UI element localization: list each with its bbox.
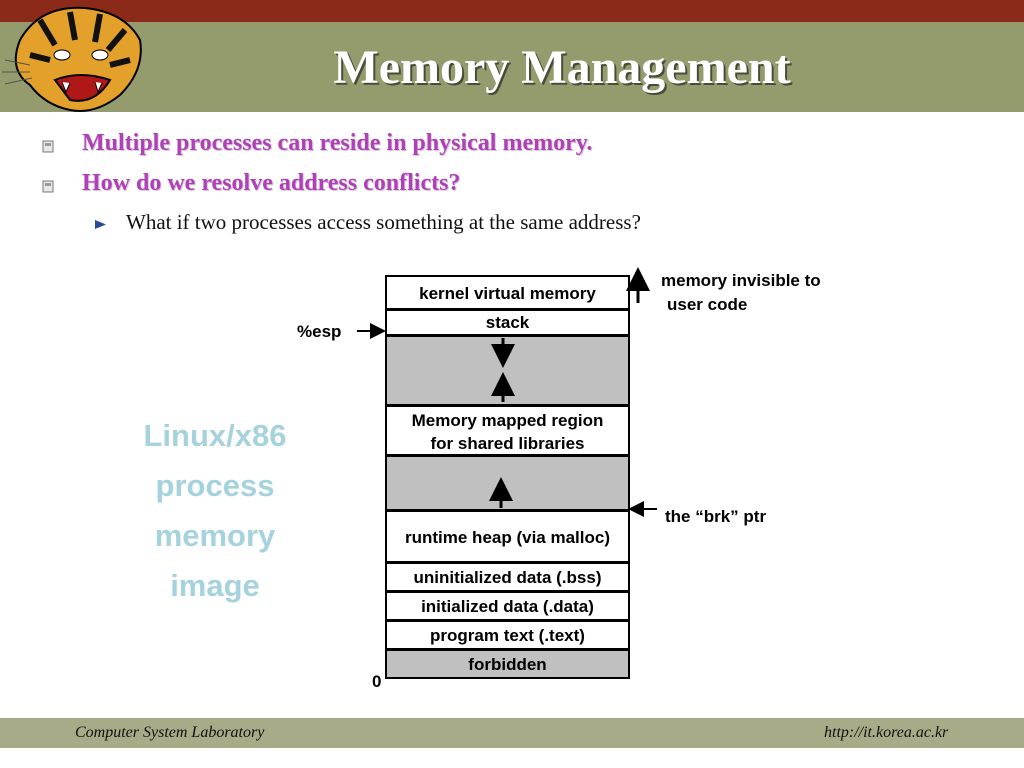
caption-line: process: [155, 468, 275, 503]
side-caption: Linux/x86 process memory image: [115, 418, 315, 618]
square-bullet-icon: [42, 180, 54, 193]
footer-bar: [0, 718, 1024, 748]
zero-address-label: 0: [372, 672, 382, 691]
bullet-2: How do we resolve address conflicts?: [82, 170, 461, 196]
slide-title: Memory Management: [333, 41, 791, 94]
caption-line: Linux/x86: [143, 418, 287, 453]
brk-label: the “brk” ptr: [665, 507, 767, 526]
segment-heap: runtime heap (via malloc): [385, 510, 630, 563]
segment-kernel: kernel virtual memory: [385, 275, 630, 310]
segment-text: program text (.text): [385, 620, 630, 650]
triangle-arrow-icon: [95, 220, 106, 229]
invisible-label-line1: memory invisible to: [661, 271, 821, 290]
caption-line: image: [170, 568, 260, 603]
segment-shared-libs: Memory mapped region for shared librarie…: [385, 405, 630, 456]
shared-libs-line1: Memory mapped region: [411, 411, 604, 430]
title-bar: [0, 22, 1024, 112]
invisible-label-line2: user code: [667, 295, 748, 314]
segment-bss: uninitialized data (.bss): [385, 562, 630, 592]
sub-bullet: What if two processes access something a…: [126, 210, 641, 234]
caption-line: memory: [154, 518, 276, 553]
footer-lab-name: Computer System Laboratory: [75, 724, 265, 741]
square-bullet-icon: [42, 140, 54, 153]
shared-libs-line2: for shared libraries: [430, 434, 585, 453]
top-accent-bar: [0, 0, 1024, 22]
esp-label: %esp: [297, 322, 342, 341]
bullet-1: Multiple processes can reside in physica…: [82, 130, 593, 156]
footer-url: http://it.korea.ac.kr: [824, 724, 949, 741]
segment-forbidden: forbidden: [385, 649, 630, 679]
tiger-head-icon: [2, 6, 142, 112]
